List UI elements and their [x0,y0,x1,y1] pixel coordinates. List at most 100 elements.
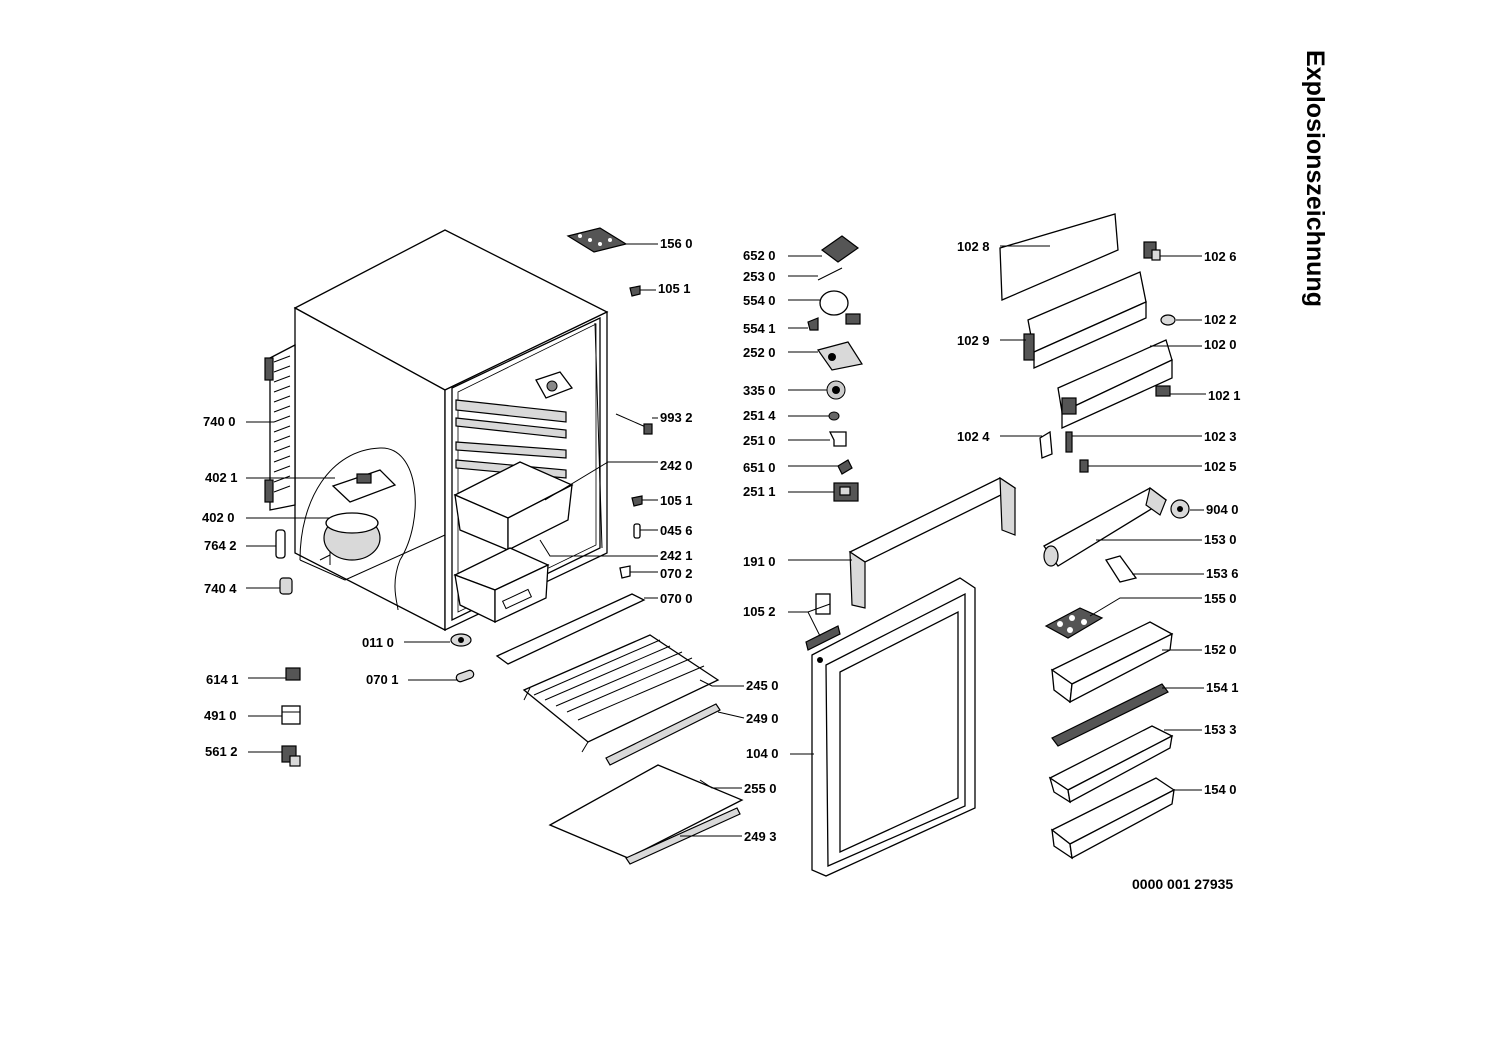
part-label: 402 0 [202,510,235,525]
condenser-coil [264,343,296,511]
callout-p1052: 105 2 [743,603,831,637]
drawing-title: Explosionszeichnung [1301,50,1329,307]
callout-p1021: 102 1 [1170,388,1241,403]
callout-p1028: 102 8 [957,239,1050,254]
leader-line [539,539,658,557]
part-label: 491 0 [204,708,237,723]
callout-p1023: 102 3 [1072,429,1237,444]
rail-clip [619,565,631,579]
callout-p1541: 154 1 [1162,680,1239,695]
part-label: 102 6 [1204,249,1237,264]
callout-p1536: 153 6 [1132,566,1239,581]
door [811,577,976,877]
callout-p1024: 102 4 [957,429,1042,444]
callout-p4020: 402 0 [202,510,330,525]
door-frame-top [848,476,1017,609]
callout-p4910: 491 0 [204,708,282,723]
part-label: 102 2 [1204,312,1237,327]
thermostat-knob [826,380,846,400]
part-label: 249 0 [746,711,779,726]
part-label: 904 0 [1206,502,1239,517]
callout-p1029: 102 9 [957,333,1026,348]
part-label: 102 1 [1208,388,1241,403]
freezer-flap [1039,430,1053,459]
part-label: 105 2 [743,604,776,619]
callout-p2510: 251 0 [743,433,830,448]
part-label: 651 0 [743,460,776,475]
nut [828,411,840,421]
callout-p4021: 402 1 [205,470,335,485]
document-number: 0000 001 27935 [1132,876,1234,892]
part-label: 070 2 [660,566,693,581]
part-label: 154 1 [1206,680,1239,695]
part-label: 740 0 [203,414,236,429]
part-label: 652 0 [743,248,776,263]
bottle-retainer [1051,683,1169,747]
callout-p7404: 740 4 [204,581,280,596]
thermostat-rod [817,267,843,281]
callout-p3350: 335 0 [743,383,827,398]
part-label: 045 6 [660,523,693,538]
starter-relay [281,705,301,725]
callout-p2493: 249 3 [680,829,777,844]
callout-p0110: 011 0 [362,635,450,650]
callout-p1051b: 105 1 [642,493,693,508]
part-label: 102 8 [957,239,990,254]
callout-p1022: 102 2 [1176,312,1237,327]
callout-p1520: 152 0 [1162,642,1237,657]
leader-line [717,711,745,719]
callout-p2520: 252 0 [743,345,818,360]
part-label: 102 5 [1204,459,1237,474]
freezer-door-panel [1057,339,1173,430]
part-label: 242 1 [660,548,693,563]
leader-line [699,779,742,789]
lamp-switch [833,482,859,502]
knob-clip [807,317,819,331]
drawer-upper [453,461,574,552]
part-label: 554 0 [743,293,776,308]
part-label: 102 4 [957,429,990,444]
drain-cup [450,633,472,647]
thermostat-knob-housing [819,290,861,325]
door-shelf-large [1050,621,1174,704]
drain-hose [455,669,475,683]
callout-p1040: 104 0 [746,746,814,761]
callout-p2530: 253 0 [743,269,818,284]
part-label: 740 4 [204,581,237,596]
part-label: 102 3 [1204,429,1237,444]
glass-shelf-trim-upper [605,703,721,766]
callout-p2511: 251 1 [743,484,834,499]
part-callouts: 156 0 105 1 740 0 993 2 402 1 242 0 105 1 402 0… [202,236,1241,844]
egg-holder [1044,607,1104,639]
cabinet-body [293,229,609,632]
overload-protector [281,745,301,767]
part-label: 154 0 [1204,782,1237,797]
door-shelf-middle [1048,725,1174,804]
part-label: 242 0 [660,458,693,473]
callout-p9932: 993 2 [652,410,693,425]
callout-p2514: 251 4 [743,408,829,423]
screw-1051b [631,495,643,507]
part-label: 105 1 [658,281,691,296]
freezer-latch [1160,314,1176,326]
relay-box [331,469,397,503]
wire-shelf [522,634,720,753]
part-label: 105 1 [660,493,693,508]
callout-p1560: 156 0 [626,236,693,251]
leader-line [1089,597,1202,617]
egg-tray [566,227,628,253]
hinge-pin [633,523,641,539]
callout-p1550: 155 0 [1089,591,1237,617]
callout-p0702: 070 2 [630,566,693,581]
part-label: 153 0 [1204,532,1237,547]
part-label: 251 4 [743,408,776,423]
grommet [279,577,293,595]
callout-p5540: 554 0 [743,293,820,308]
callout-p6141: 614 1 [206,672,286,687]
callout-p0701: 070 1 [366,672,458,687]
flap-spring [1079,459,1089,473]
part-label: 614 1 [206,672,239,687]
part-label: 156 0 [660,236,693,251]
callout-p1530: 153 0 [1096,532,1237,547]
